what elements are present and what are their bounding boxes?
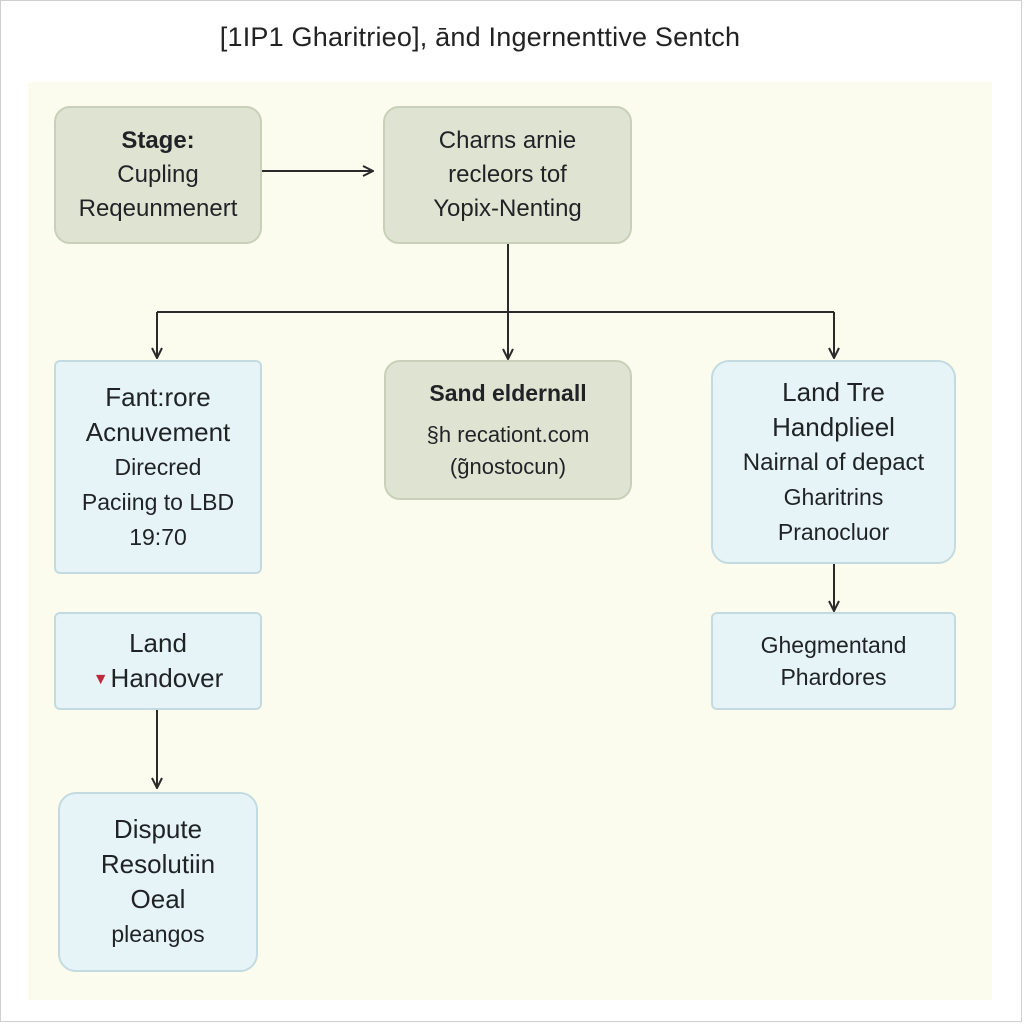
node-landhandover-line: Land	[129, 627, 187, 658]
node-land-tre: Land Tre Handplieel Nairnal of depact Gh…	[711, 360, 956, 564]
node-dispute-line: pleangos	[111, 921, 205, 947]
node-sand-line: §h recationt.com	[426, 422, 590, 447]
node-ghegmentand-line: Phardores	[780, 664, 887, 690]
node-stage-heading: Stage:	[121, 127, 195, 154]
red-marker-icon: ▼	[92, 670, 109, 688]
node-charns-line: Charns arnie	[438, 127, 577, 154]
node-sand-eldernall: Sand eldernall §h recationt.com (g̃nosto…	[384, 360, 632, 500]
node-land-handover: Land ▼Handover	[54, 612, 262, 710]
node-charns: Charns arnie recleors tof Yopix-Nenting	[383, 106, 632, 244]
node-dispute-line: Dispute	[113, 814, 203, 844]
node-dispute-line: Resolutiin	[100, 849, 216, 879]
node-charns-line: Yopix-Nenting	[433, 195, 582, 222]
node-fantrore-line: Acnuvement	[85, 416, 231, 447]
node-charns-line: recleors tof	[448, 161, 567, 188]
node-fantrore-line: Fant:rore	[105, 381, 211, 412]
node-fantrore-line: Direcred	[114, 453, 202, 480]
node-landtre-line: Pranocluor	[777, 518, 890, 545]
diagram-title: [1IP1 Gharitrieo], ānd Ingernenttive Se…	[219, 22, 741, 52]
node-landtre-line: Nairnal of depact	[742, 448, 925, 476]
node-fantrore: Fant:rore Acnuvement Direcred Paciing to…	[54, 360, 262, 574]
node-stage: Stage: Cupling Reqeunmenert	[54, 106, 262, 244]
node-stage-line: Cupling	[117, 161, 199, 188]
node-ghegmentand-line: Ghegmentand	[760, 632, 907, 658]
node-stage-line: Reqeunmenert	[78, 195, 238, 222]
node-sand-heading: Sand eldernall	[429, 380, 587, 406]
node-landtre-line: Handplieel	[772, 411, 895, 442]
node-fantrore-line: Paciing to LBD	[81, 488, 235, 515]
node-landtre-line: Land Tre	[782, 376, 885, 407]
node-landhandover-line: Handover	[110, 662, 224, 693]
node-landhandover-line-marked: ▼Handover	[93, 661, 224, 697]
node-dispute-line: Oeal	[130, 884, 186, 914]
node-sand-line: (g̃nostocun)	[449, 454, 567, 479]
node-fantrore-line: 19:70	[129, 523, 187, 550]
node-landtre-line: Gharitrins	[783, 483, 884, 510]
node-dispute: Dispute Resolutiin Oeal pleangos	[58, 792, 258, 972]
node-ghegmentand: Ghegmentand Phardores	[711, 612, 956, 710]
